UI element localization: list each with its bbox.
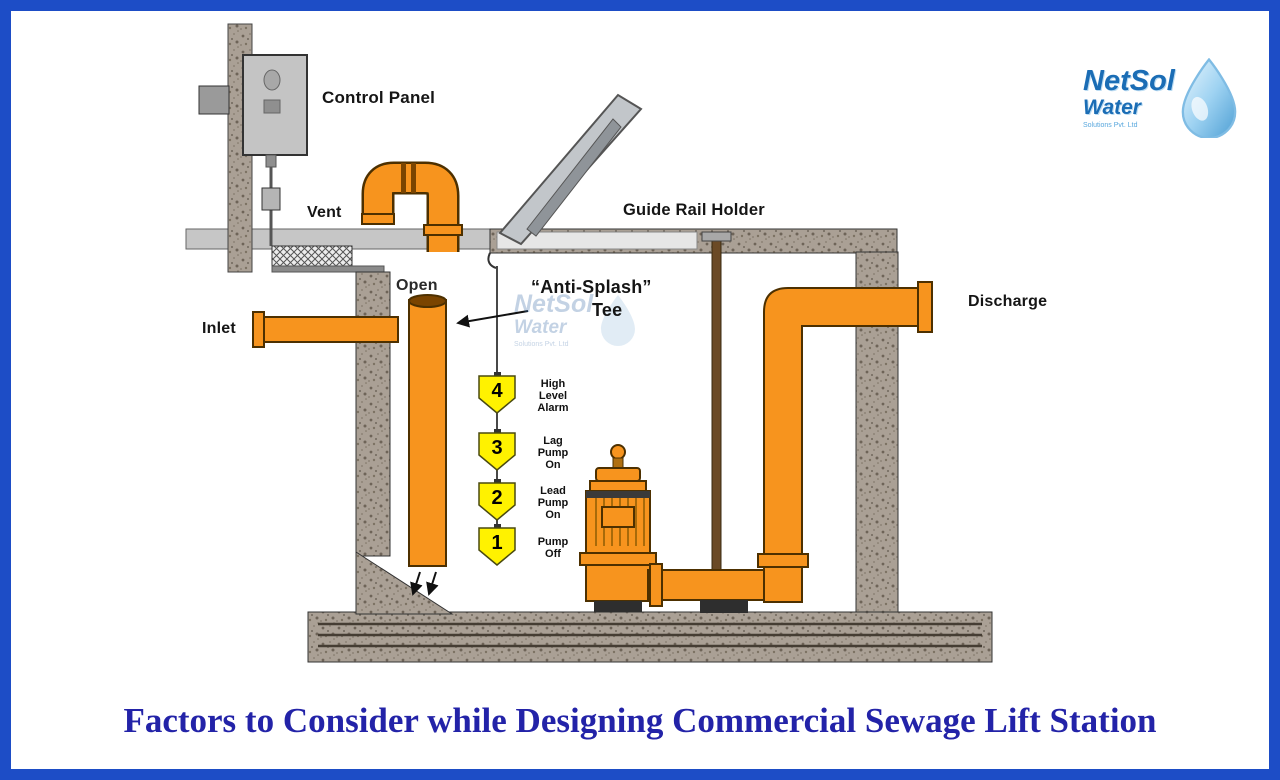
label-open: Open (396, 277, 438, 294)
inlet-pipe (252, 311, 399, 348)
watermark-brand: NetSol (514, 290, 594, 318)
float-switch-2-icon (478, 479, 516, 521)
hatch-lid (498, 93, 643, 246)
anti-splash-arrow (456, 310, 529, 328)
float-1-label: Pump Off (537, 536, 569, 561)
label-discharge: Discharge (968, 293, 1048, 310)
label-inlet: Inlet (202, 320, 236, 337)
logo-text: NetSol Water Solutions Pvt. Ltd (1083, 64, 1175, 130)
vent-pipe (361, 161, 463, 252)
anti-splash-tee-pipe (408, 294, 447, 596)
label-guide-rail-holder: Guide Rail Holder (623, 201, 765, 219)
logo-brand-line2: Water (1083, 95, 1141, 119)
discharge-pipe (757, 281, 933, 603)
watermark: NetSol Water Solutions Pvt. Ltd (514, 292, 638, 348)
label-vent: Vent (307, 204, 342, 221)
float-2-label: Lead Pump On (537, 485, 569, 522)
submersible-pump (579, 444, 771, 613)
float-3-label: Lag Pump On (537, 435, 569, 472)
float-1-number: 1 (491, 532, 503, 554)
logo-tagline: Solutions Pvt. Ltd (1083, 122, 1138, 130)
label-anti-splash-line1: “Anti-Splash” (531, 277, 652, 297)
watermark-text: NetSol Water Solutions Pvt. Ltd (514, 292, 593, 348)
watermark-water-drop-icon (601, 294, 636, 346)
logo-brand: NetSol (1083, 64, 1175, 97)
guide-rail (701, 231, 732, 607)
label-anti-splash-line2: Tee (592, 300, 623, 320)
watermark-brand-line2: Water (514, 317, 567, 338)
float-switch-4-icon (478, 372, 516, 414)
top-slab (489, 228, 898, 254)
float-3-number: 3 (491, 437, 503, 459)
netsol-water-logo: NetSol Water Solutions Pvt. Ltd (1083, 58, 1240, 138)
label-control-panel: Control Panel (322, 88, 436, 107)
page-title: Factors to Consider while Designing Comm… (123, 701, 1157, 740)
control-panel (242, 54, 308, 246)
watermark-tagline: Solutions Pvt. Ltd (514, 340, 569, 348)
float-4-label: High Level Alarm (537, 378, 569, 415)
float-switch-1-icon (478, 524, 516, 566)
vent-screen (271, 245, 385, 273)
float-4-number: 4 (491, 380, 503, 402)
float-2-number: 2 (491, 487, 503, 509)
float-switch-3-icon (478, 429, 516, 471)
logo-water-drop-icon (1181, 58, 1237, 138)
